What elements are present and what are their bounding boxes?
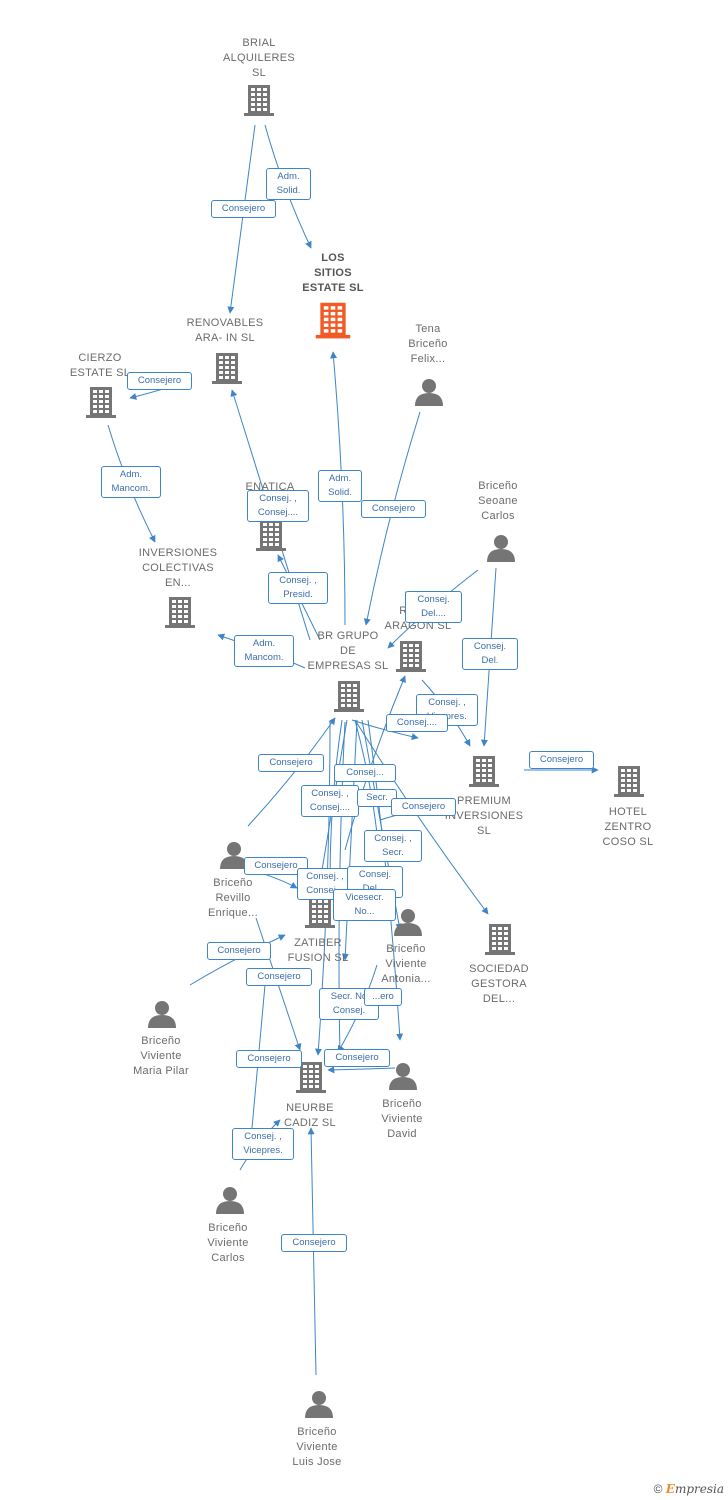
- node-label-tena[interactable]: Tena Briceño Felix...: [408, 323, 448, 365]
- person-icon[interactable]: [394, 909, 422, 936]
- relation-edge: [363, 411, 421, 626]
- node-label-antonia[interactable]: Briceño Viviente Antonia...: [381, 943, 431, 985]
- relation-edge: [354, 719, 489, 915]
- node-label-carlos[interactable]: Briceño Viviente Carlos: [207, 1222, 249, 1264]
- node-label-br-grupo[interactable]: BR GRUPO DE EMPRESAS SL: [307, 630, 389, 672]
- edge-label[interactable]: Consejero: [244, 857, 308, 875]
- edge-label[interactable]: Consej. , Vicepres.: [232, 1128, 294, 1160]
- edge-label[interactable]: Consej. Del.: [462, 638, 518, 670]
- node-label-inversiones[interactable]: INVERSIONES COLECTIVAS EN...: [138, 547, 218, 589]
- edge-label[interactable]: Consej. , Secr.: [364, 830, 422, 862]
- edge-label[interactable]: Consejero: [529, 751, 594, 769]
- building-icon[interactable]: [396, 641, 426, 672]
- building-icon[interactable]: [212, 353, 242, 384]
- brand-logo-text: mpresia: [674, 1482, 724, 1496]
- person-icon[interactable]: [415, 379, 443, 406]
- edge-label[interactable]: Adm. Mancom.: [234, 635, 294, 667]
- building-icon[interactable]: [244, 85, 274, 116]
- edge-label[interactable]: Adm. Mancom.: [101, 466, 161, 498]
- node-label-zatiber[interactable]: ZATIBER FUSION SL: [287, 937, 349, 964]
- relation-edge: [227, 124, 256, 314]
- node-label-sociedad[interactable]: SOCIEDAD GESTORA DEL...: [469, 963, 529, 1005]
- edge-label[interactable]: Consejero: [258, 754, 324, 772]
- person-icon[interactable]: [305, 1391, 333, 1418]
- person-icon[interactable]: [220, 842, 248, 869]
- node-label-brial[interactable]: BRIAL ALQUILERES SL: [222, 37, 296, 79]
- person-icon[interactable]: [487, 535, 515, 562]
- edge-label[interactable]: Consej. , Presid.: [268, 572, 328, 604]
- empresia-brand: © Empresia: [654, 1482, 724, 1496]
- edge-label[interactable]: Consejero: [211, 200, 276, 218]
- node-label-david[interactable]: Briceño Viviente David: [381, 1098, 423, 1140]
- node-label-neurbe[interactable]: NEURBE CADIZ SL: [284, 1102, 336, 1129]
- node-label-renovables[interactable]: RENOVABLES ARA- IN SL: [186, 317, 264, 344]
- building-icon[interactable]: [165, 597, 195, 628]
- building-icon[interactable]: [334, 681, 364, 712]
- edge-label[interactable]: Consejero: [127, 372, 192, 390]
- building-icon[interactable]: [86, 387, 116, 418]
- relation-edge: [189, 934, 286, 986]
- node-label-maria-pilar[interactable]: Briceño Viviente Maria Pilar: [133, 1035, 189, 1077]
- edge-label[interactable]: Consejero: [391, 798, 456, 816]
- edge-label[interactable]: Consej. , Consej....: [247, 490, 309, 522]
- edge-label[interactable]: ...ero: [364, 988, 402, 1006]
- node-label-hotel-zentro[interactable]: HOTEL ZENTRO COSO SL: [602, 806, 654, 848]
- building-icon[interactable]: [469, 756, 499, 787]
- edge-label[interactable]: Consej....: [386, 714, 448, 732]
- relation-edge: [327, 1066, 396, 1074]
- copyright-symbol: ©: [653, 1482, 663, 1496]
- node-label-cierzo[interactable]: CIERZO ESTATE SL: [69, 352, 131, 379]
- building-icon[interactable]: [296, 1062, 326, 1093]
- building-icon[interactable]: [485, 924, 515, 955]
- node-label-los-sitios[interactable]: LOS SITIOS ESTATE SL: [302, 252, 364, 294]
- brand-logo-e: E: [665, 1482, 675, 1496]
- edge-label[interactable]: Adm. Solid.: [318, 470, 362, 502]
- person-icon[interactable]: [389, 1063, 417, 1090]
- edge-label[interactable]: Consejero: [281, 1234, 347, 1252]
- person-icon[interactable]: [148, 1001, 176, 1028]
- edge-label[interactable]: Adm. Solid.: [266, 168, 311, 200]
- building-icon[interactable]: [614, 766, 644, 797]
- edge-label[interactable]: Consejero: [361, 500, 426, 518]
- node-label-luis-jose[interactable]: Briceño Viviente Luis Jose: [292, 1426, 342, 1468]
- node-label-premium[interactable]: PREMIUM INVERSIONES SL: [444, 795, 524, 837]
- relation-edge: [247, 717, 336, 827]
- relation-edge: [344, 675, 406, 851]
- edge-label[interactable]: Consejero: [324, 1049, 390, 1067]
- node-label-revillo[interactable]: Briceño Revillo Enrique...: [207, 877, 259, 919]
- person-icon[interactable]: [216, 1187, 244, 1214]
- relation-edge: [341, 719, 358, 961]
- edge-label[interactable]: Consejero: [246, 968, 312, 986]
- edge-label[interactable]: Vicesecr. No...: [333, 889, 396, 921]
- edge-label[interactable]: Consejero: [236, 1050, 302, 1068]
- node-label-seoane[interactable]: Briceño Seoane Carlos: [478, 480, 518, 522]
- building-icon[interactable]: [256, 520, 286, 551]
- edge-label[interactable]: Consej. Del....: [405, 591, 462, 623]
- edge-label[interactable]: Consej...: [334, 764, 396, 782]
- building-icon[interactable]: [315, 302, 351, 339]
- edge-label[interactable]: Consej. , Consej....: [301, 785, 359, 817]
- edge-label[interactable]: Consejero: [207, 942, 271, 960]
- edge-label[interactable]: Secr.: [357, 789, 397, 807]
- building-icon[interactable]: [305, 897, 335, 928]
